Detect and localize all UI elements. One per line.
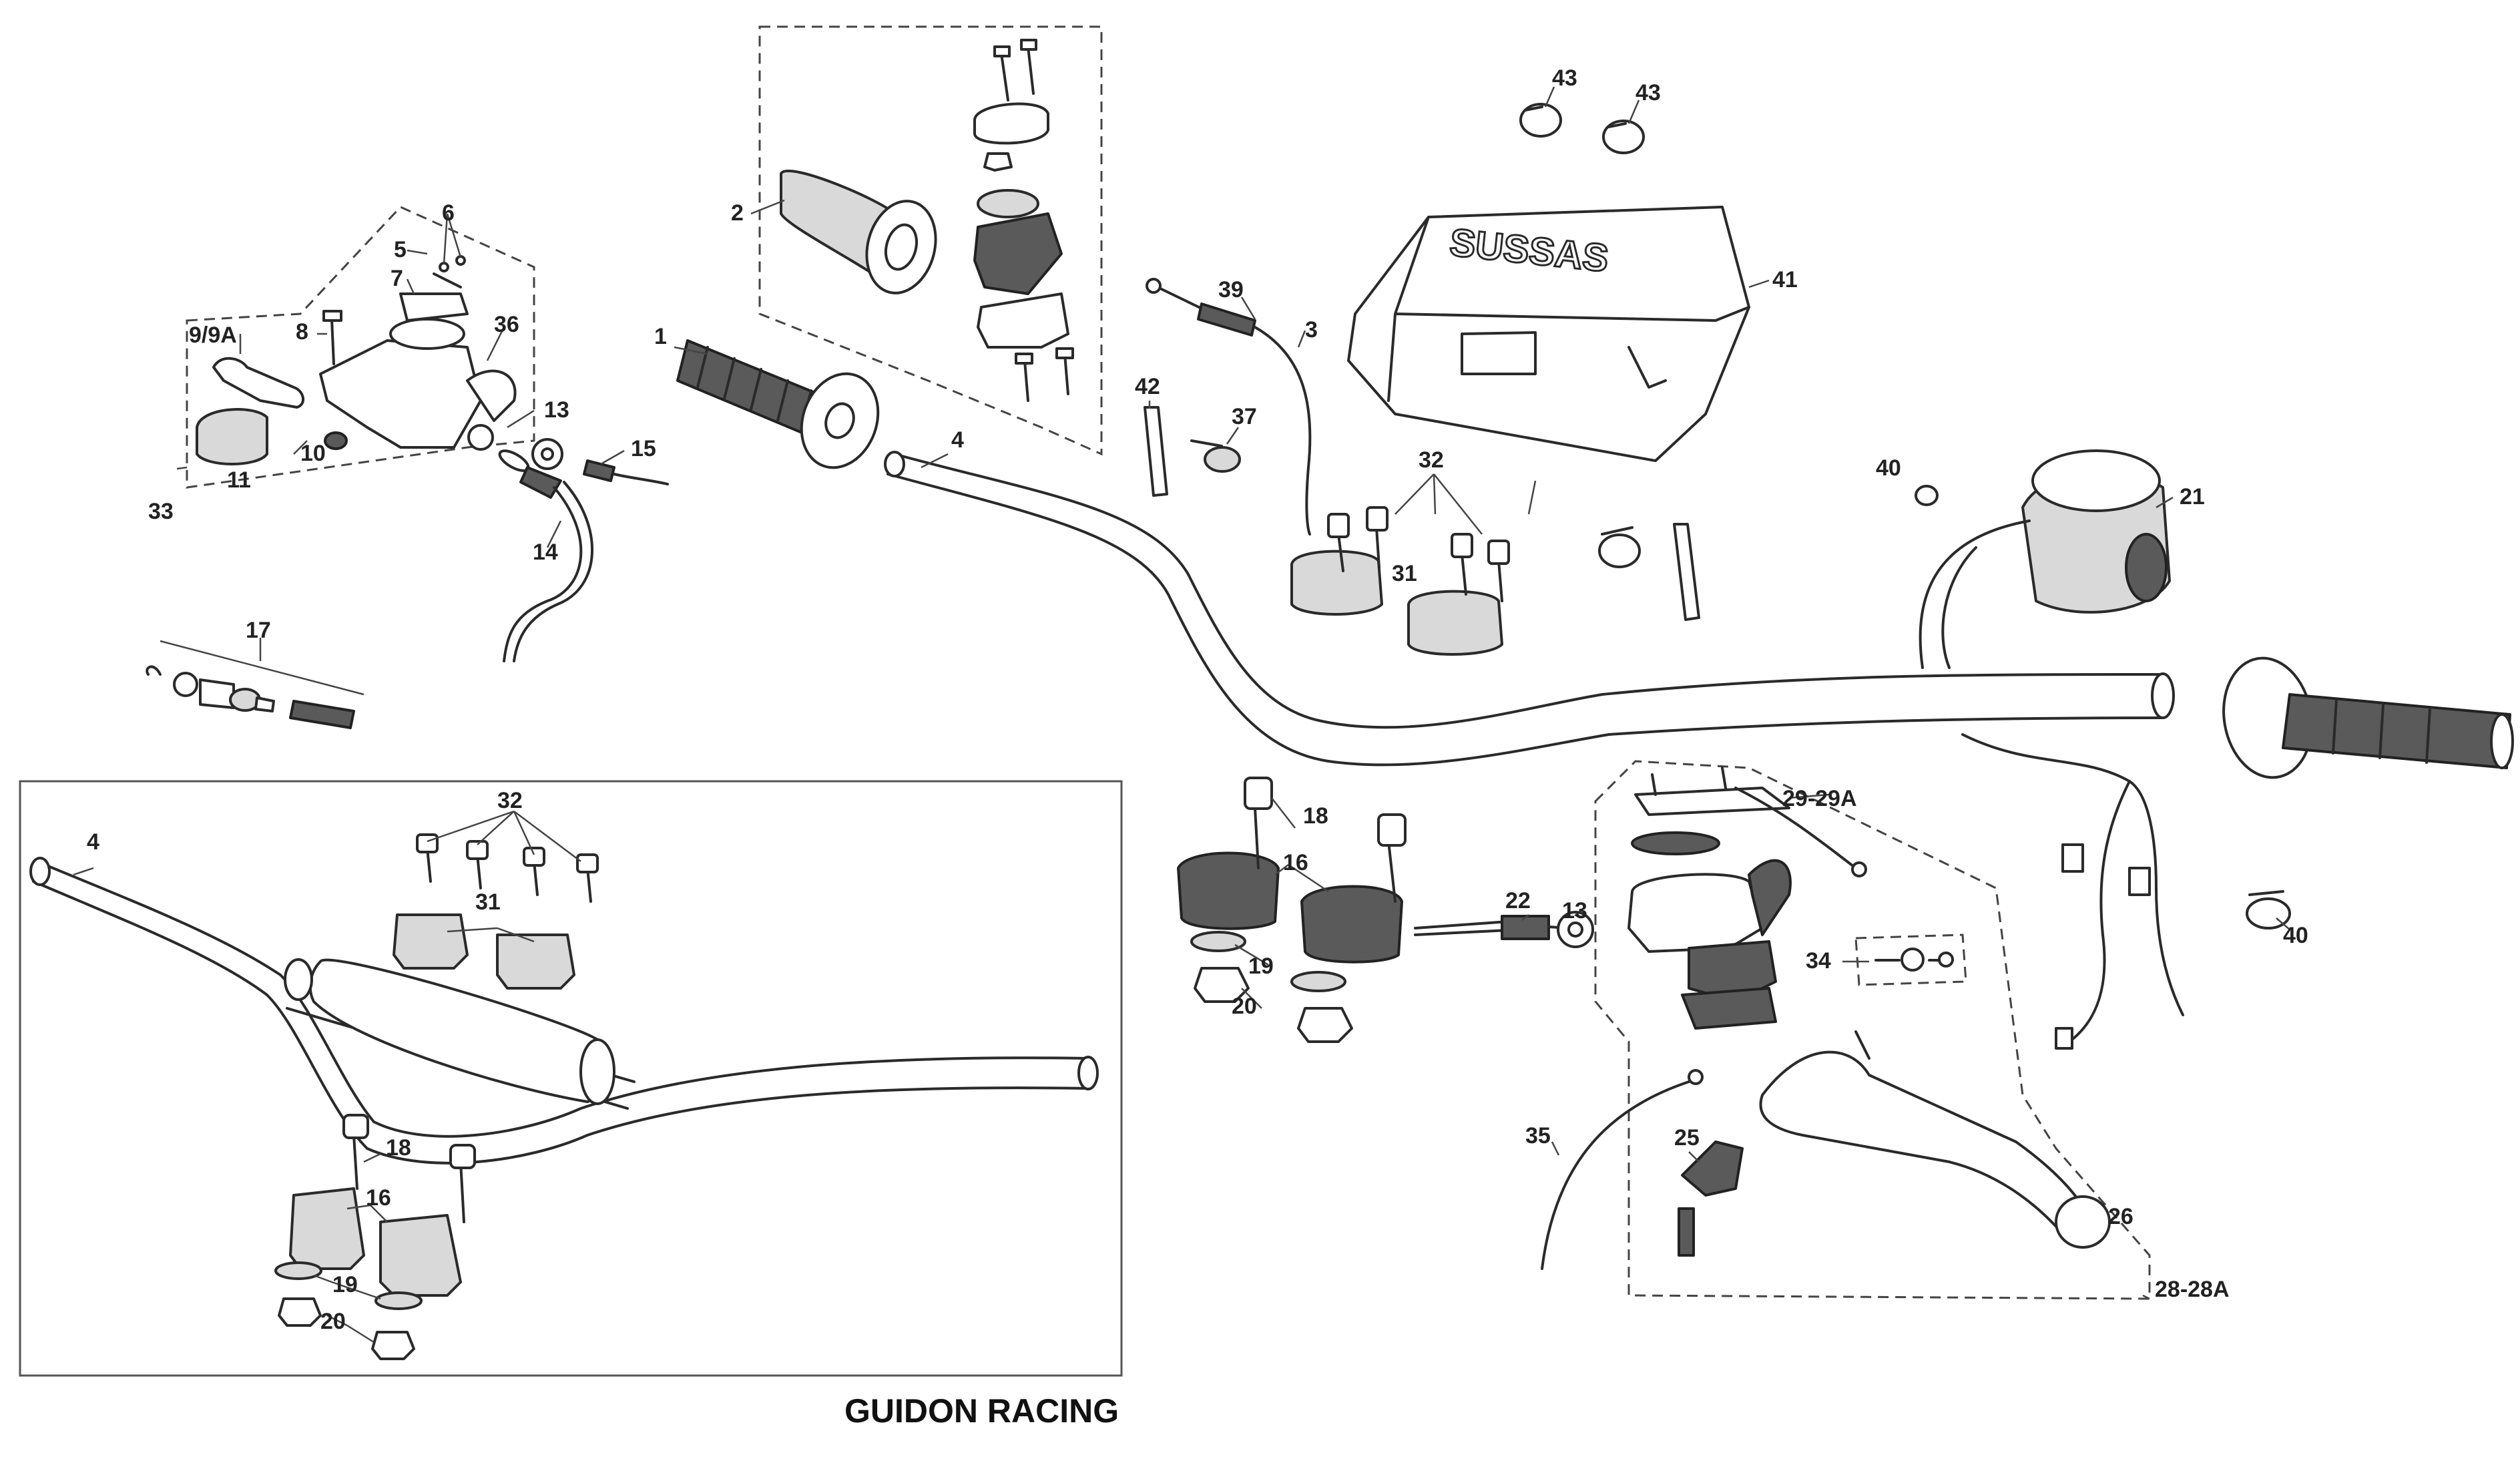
label-20-racing: 20 xyxy=(320,1309,346,1334)
label-4-racing: 4 xyxy=(87,829,99,855)
main-handlebar xyxy=(884,451,2175,767)
label-33: 33 xyxy=(148,499,174,524)
label-17: 17 xyxy=(246,618,271,643)
label-14: 14 xyxy=(533,540,558,565)
wiring-harness xyxy=(1961,733,2184,1050)
handlebar-clamps-upper xyxy=(1290,506,1510,656)
label-32-racing: 32 xyxy=(497,788,523,813)
label-19-main: 19 xyxy=(1248,954,1274,979)
front-brake-master xyxy=(186,206,669,662)
label-35: 35 xyxy=(1525,1123,1551,1149)
label-9-9a: 9/9A xyxy=(189,323,237,348)
label-19-racing: 19 xyxy=(332,1272,358,1297)
cable-tie-and-clip xyxy=(1144,406,1241,497)
label-20-main: 20 xyxy=(1232,994,1257,1019)
label-25: 25 xyxy=(1674,1125,1700,1151)
label-18-racing: 18 xyxy=(386,1135,411,1161)
label-39: 39 xyxy=(1218,277,1244,302)
racing-inset xyxy=(19,780,1123,1377)
label-26: 26 xyxy=(2108,1204,2133,1229)
label-4: 4 xyxy=(951,427,964,453)
label-18-main: 18 xyxy=(1303,803,1328,829)
label-36: 36 xyxy=(494,312,519,337)
label-1: 1 xyxy=(654,324,667,349)
label-40-top: 40 xyxy=(1876,455,1901,481)
kill-switch xyxy=(1919,449,2171,669)
label-5: 5 xyxy=(394,237,407,262)
label-32-main: 32 xyxy=(1419,447,1444,473)
label-41: 41 xyxy=(1772,267,1798,292)
label-6: 6 xyxy=(442,200,455,226)
left-grip xyxy=(676,339,880,469)
label-40-right: 40 xyxy=(2283,923,2308,948)
label-43-right: 43 xyxy=(1635,80,1661,106)
label-34: 34 xyxy=(1806,948,1831,974)
label-31-main: 31 xyxy=(1392,561,1417,586)
leader-lines xyxy=(73,86,2290,1343)
clutch-hose xyxy=(1414,911,1704,1270)
handlebar-pad: SUSSAS xyxy=(1347,206,1750,462)
right-grip xyxy=(2222,656,2514,779)
label-13-right: 13 xyxy=(1562,898,1587,923)
label-2: 2 xyxy=(731,200,744,226)
label-7: 7 xyxy=(391,266,403,291)
riser-clamps-upper xyxy=(1177,777,1407,1043)
diagram-caption: GUIDON RACING xyxy=(844,1392,1119,1430)
label-21: 21 xyxy=(2180,484,2205,509)
label-3: 3 xyxy=(1305,317,1318,343)
label-16-main: 16 xyxy=(1283,850,1308,875)
label-13-left: 13 xyxy=(544,397,569,423)
label-11: 11 xyxy=(227,467,251,493)
label-10: 10 xyxy=(300,441,326,466)
label-28-28a: 28-28A xyxy=(2155,1277,2230,1302)
throttle-cable xyxy=(1146,278,1312,536)
part-labels: 1 2 3 4 5 6 7 8 9/9A 10 11 13 14 15 17 3… xyxy=(87,65,2308,1334)
label-42: 42 xyxy=(1135,374,1160,399)
label-43-left: 43 xyxy=(1552,65,1577,91)
label-31-racing: 31 xyxy=(475,889,501,915)
label-22: 22 xyxy=(1505,888,1531,913)
label-15: 15 xyxy=(631,436,656,461)
label-29-29a: 29-29A xyxy=(1782,786,1857,811)
label-16-racing: 16 xyxy=(366,1185,391,1211)
label-37: 37 xyxy=(1232,404,1257,429)
repair-kit-17 xyxy=(146,640,364,729)
clamp-and-tie xyxy=(1598,485,2291,929)
hose-clamps-43 xyxy=(1519,103,1645,154)
label-8: 8 xyxy=(296,319,308,345)
throttle-assembly xyxy=(758,25,1103,456)
clutch-lever-assembly xyxy=(1594,760,2151,1300)
